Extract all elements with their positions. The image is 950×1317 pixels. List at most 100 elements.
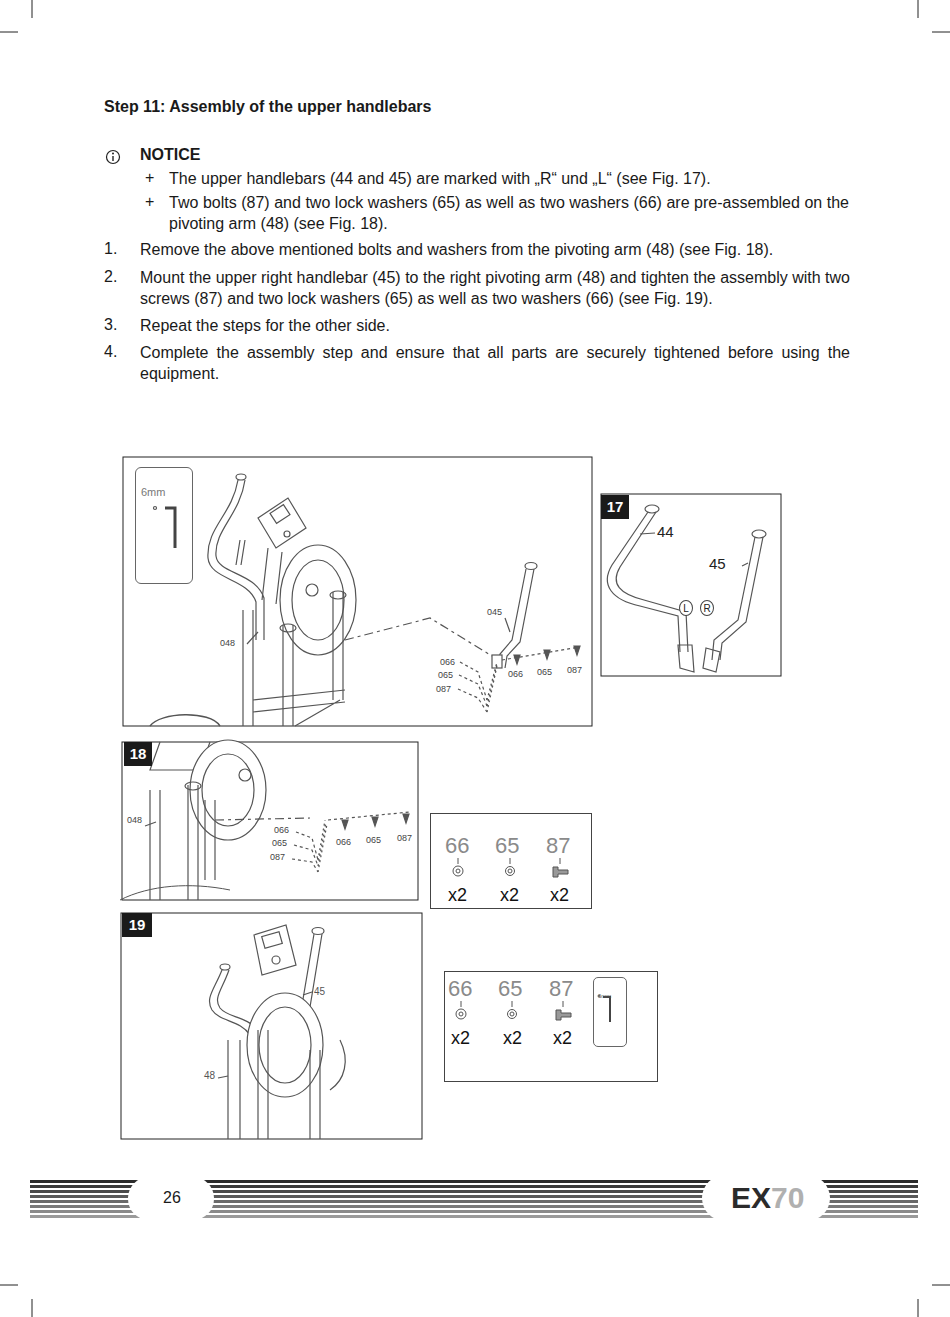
drawing-line	[0, 1285, 18, 1286]
drawing-path	[188, 785, 198, 900]
bullet: +	[145, 192, 154, 213]
node-text: 19	[129, 917, 146, 934]
parts-box: 666587x2x2x2	[430, 813, 592, 909]
drawing-path	[333, 592, 343, 700]
drawing-ellipse	[330, 591, 346, 599]
part-callout: 065	[366, 835, 381, 847]
drawing-path	[283, 625, 293, 726]
drawing-path	[310, 1050, 320, 1139]
drawing-path	[678, 645, 694, 672]
node-text: L	[683, 603, 689, 614]
footer-band	[30, 1175, 918, 1221]
drawing-ellipse	[220, 964, 230, 970]
page-number: 26	[163, 1188, 181, 1209]
notice-heading: NOTICE	[140, 145, 200, 166]
part-callout: 065	[272, 838, 287, 850]
drawing-path	[215, 818, 310, 820]
drawing-ellipse	[190, 740, 266, 840]
handlebar-drawing	[607, 505, 766, 672]
drawing-path	[228, 1040, 240, 1139]
drawing-rect	[128, 1177, 214, 1220]
node-text: x2	[550, 886, 569, 906]
drawing-ellipse	[645, 505, 659, 513]
page-title: Step 11: Assembly of the upper handlebar…	[104, 97, 432, 118]
drawing-path	[603, 997, 610, 1022]
part-callout: 087	[436, 684, 451, 696]
drawing-ellipse	[525, 563, 537, 570]
drawing-line	[918, 0, 919, 18]
step-number: 3.	[104, 315, 117, 336]
node-text: 66	[448, 977, 472, 1001]
drawing-circle	[459, 1012, 463, 1016]
node-text: 87	[549, 977, 573, 1001]
drawing-path	[514, 646, 580, 664]
model-number: 70	[771, 1178, 804, 1217]
drawing-path	[328, 812, 410, 820]
part-callout: 087	[397, 833, 412, 845]
node-text: x2	[500, 886, 519, 906]
trainer-drawing	[150, 474, 580, 726]
drawing-rect	[702, 1175, 830, 1221]
node-text: 17	[607, 499, 624, 516]
step-text: Repeat the steps for the other side.	[140, 315, 850, 336]
drawing-path	[120, 886, 230, 900]
drawing-circle	[506, 867, 515, 876]
part-callout: 066	[508, 669, 523, 681]
side-mark: L	[679, 600, 693, 616]
drawing-path	[458, 662, 487, 712]
part-callout: 45	[314, 985, 325, 998]
figure-frames	[121, 457, 781, 1139]
drawing-polygon	[258, 498, 306, 548]
drawing-path	[330, 1040, 345, 1090]
drawing-ellipse	[259, 1007, 311, 1083]
drawing-path	[150, 715, 220, 726]
drawing-line	[0, 32, 18, 33]
bullet: +	[145, 168, 154, 189]
drawing-path	[487, 662, 497, 712]
step-text: Remove the above mentioned bolts and was…	[140, 239, 850, 260]
drawing-rect	[121, 913, 422, 1139]
drawing-rect	[270, 505, 290, 524]
pivot-arm-drawing	[120, 740, 410, 900]
drawing-ellipse	[292, 560, 344, 640]
node-text: 87	[546, 834, 570, 858]
step-number: 2.	[104, 267, 117, 288]
node-text: 66	[445, 834, 469, 858]
info-icon	[107, 151, 120, 164]
drawing-circle	[154, 507, 157, 510]
drawing-circle	[508, 1010, 517, 1019]
drawing-ellipse	[202, 754, 254, 826]
drawing-path	[607, 512, 680, 652]
drawing-rect	[601, 494, 781, 676]
node-text: R	[703, 603, 710, 614]
node-text: x2	[448, 886, 467, 906]
drawing-ellipse	[312, 928, 324, 935]
drawing-path	[243, 610, 253, 726]
step-number: 4.	[104, 342, 117, 363]
part-callout: 066	[440, 657, 455, 669]
drawing-path	[345, 618, 492, 656]
part-callout: 065	[537, 667, 552, 679]
drawing-ellipse	[185, 782, 201, 790]
drawing-path	[556, 1010, 571, 1020]
model-name: EX	[731, 1178, 771, 1217]
drawing-circle	[107, 151, 120, 164]
drawing-path	[208, 480, 256, 640]
drawing-path	[145, 822, 156, 826]
node-text: 65	[498, 977, 522, 1001]
drawing-ellipse	[752, 530, 766, 538]
drawing-line	[932, 32, 950, 33]
hardware-icons	[453, 858, 610, 1022]
side-mark: R	[700, 600, 714, 616]
drawing-path	[318, 820, 327, 872]
drawing-path	[216, 480, 264, 640]
figure-badge: 18	[124, 742, 152, 766]
figure-badge: 19	[122, 913, 152, 937]
node-text: x2	[553, 1029, 572, 1049]
drawing-path	[640, 533, 655, 534]
drawing-circle	[284, 531, 290, 537]
node-text: x2	[451, 1029, 470, 1049]
drawing-path	[342, 814, 409, 829]
